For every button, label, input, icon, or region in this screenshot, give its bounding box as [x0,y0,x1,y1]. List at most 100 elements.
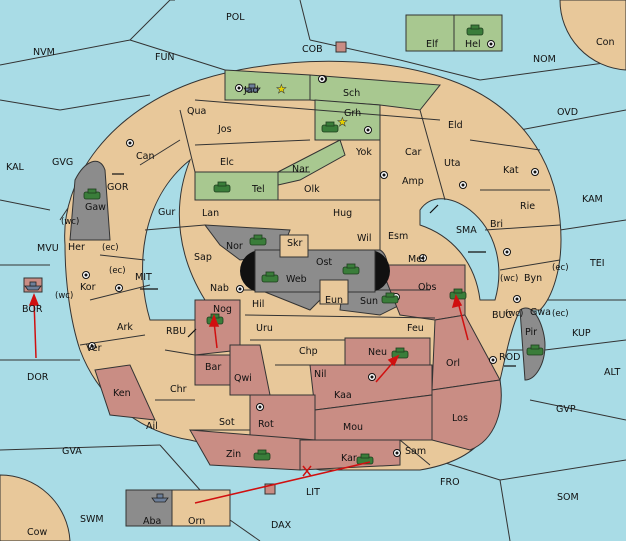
label-gor: GOR [107,182,129,193]
label-los: Los [452,413,468,424]
label-chp: Chp [299,346,318,357]
label-bri: Bri [490,219,503,230]
label-esm: Esm [388,231,408,242]
fleet-jad[interactable] [243,83,261,93]
coast-label-2: (ec) [109,266,126,276]
coast-label-0: (wc) [61,217,79,227]
order-arrows [28,292,469,504]
label-mvu: MVU [37,243,59,254]
label-nom: NOM [533,54,556,65]
label-sam: Sam [405,446,426,457]
label-cow: Cow [27,527,47,538]
label-car: Car [405,147,421,158]
label-kat: Kat [503,165,519,176]
sea-sma[interactable] [419,198,500,301]
territory-cow[interactable] [0,474,71,541]
territory-rot[interactable] [249,394,316,441]
territory-nar[interactable] [277,139,346,186]
label-ver: Ver [86,343,102,354]
fleet-bor[interactable] [24,281,42,291]
star-icon-grh: ★ [337,115,348,129]
label-gwa: Gwa [530,307,551,318]
unit-web[interactable] [261,271,279,283]
territory-con[interactable] [559,0,626,71]
label-gvp: GVP [556,404,576,415]
territory-orn[interactable] [171,489,231,527]
label-bor: BOR [22,304,43,315]
label-gva: GVA [62,446,82,457]
label-sun: Sun [360,296,378,307]
coast-labels: (wc) (ec) (ec) (wc) (wc) (ec) (wc) (ec) [55,217,569,319]
label-ovd: OVD [557,107,578,118]
sea-rbu[interactable] [142,158,206,321]
label-zin: Zin [226,449,241,460]
label-amp: Amp [402,176,424,187]
territory-pir[interactable] [519,307,546,381]
label-ost: Ost [316,257,332,268]
label-orn: Orn [188,516,205,527]
label-gur: Gur [158,207,175,218]
label-feu: Feu [407,323,424,334]
unit-grh[interactable] [321,121,339,133]
label-hel: Hel [465,39,481,50]
label-kam: KAM [582,194,603,205]
label-ark: Ark [117,322,133,333]
territory-eun[interactable] [319,279,349,305]
unit-gaw[interactable] [83,188,101,200]
label-uru: Uru [256,323,273,334]
label-dax: DAX [271,520,292,531]
label-rie: Rie [520,201,535,212]
unit-tel[interactable] [213,181,231,193]
label-ken: Ken [113,388,131,399]
unit-pir[interactable] [526,344,544,356]
label-sap: Sap [194,252,212,263]
territory-los[interactable] [431,379,502,451]
territory-gaw[interactable] [69,160,111,241]
label-eld: Eld [448,120,463,131]
territory-sch[interactable] [309,74,441,111]
fleet-aba[interactable] [151,493,169,503]
label-orl: Orl [446,358,460,369]
land-borders [79,99,561,466]
territory-elf[interactable] [405,14,455,52]
territory-aba[interactable] [125,489,173,527]
label-alt: ALT [604,367,620,378]
unit-ost[interactable] [342,263,360,275]
supply-centers [82,40,539,457]
label-rot: Rot [258,419,274,430]
label-rod: ROD [499,352,520,363]
territory-neu[interactable] [344,337,431,366]
label-lan: Lan [202,208,219,219]
unit-hel[interactable] [466,24,484,36]
unit-zin[interactable] [253,449,271,461]
territory-skr[interactable] [279,234,309,258]
label-gaw: Gaw [85,202,106,213]
label-tel: Tel [251,184,265,195]
unit-nor[interactable] [249,234,267,246]
retreat-marker-lit [264,483,276,495]
territory-ken[interactable] [94,364,156,421]
label-nvm: NVM [33,47,55,58]
coast-label-1: (ec) [102,243,119,253]
territory-kar[interactable] [299,439,401,471]
label-obs: Obs [418,282,437,293]
territory-tel[interactable] [194,171,279,201]
label-dor: DOR [27,372,49,383]
coast-label-7: (ec) [552,309,569,319]
unit-sun[interactable] [381,292,399,304]
retreat-marker-cob [335,41,347,53]
label-ail: Ail [146,421,158,432]
label-mel: Mel [408,254,425,265]
units [83,24,544,465]
coast-label-4: (wc) [500,274,518,284]
label-grh: Grh [344,108,361,119]
label-can: Can [136,151,154,162]
label-nab: Nab [210,283,229,294]
label-tei: TEI [589,258,605,269]
label-kar: Kar [341,453,357,464]
coast-label-6: (wc) [505,309,523,319]
label-sot: Sot [219,417,235,428]
label-fro: FRO [440,477,460,488]
label-wil: Wil [357,233,371,244]
